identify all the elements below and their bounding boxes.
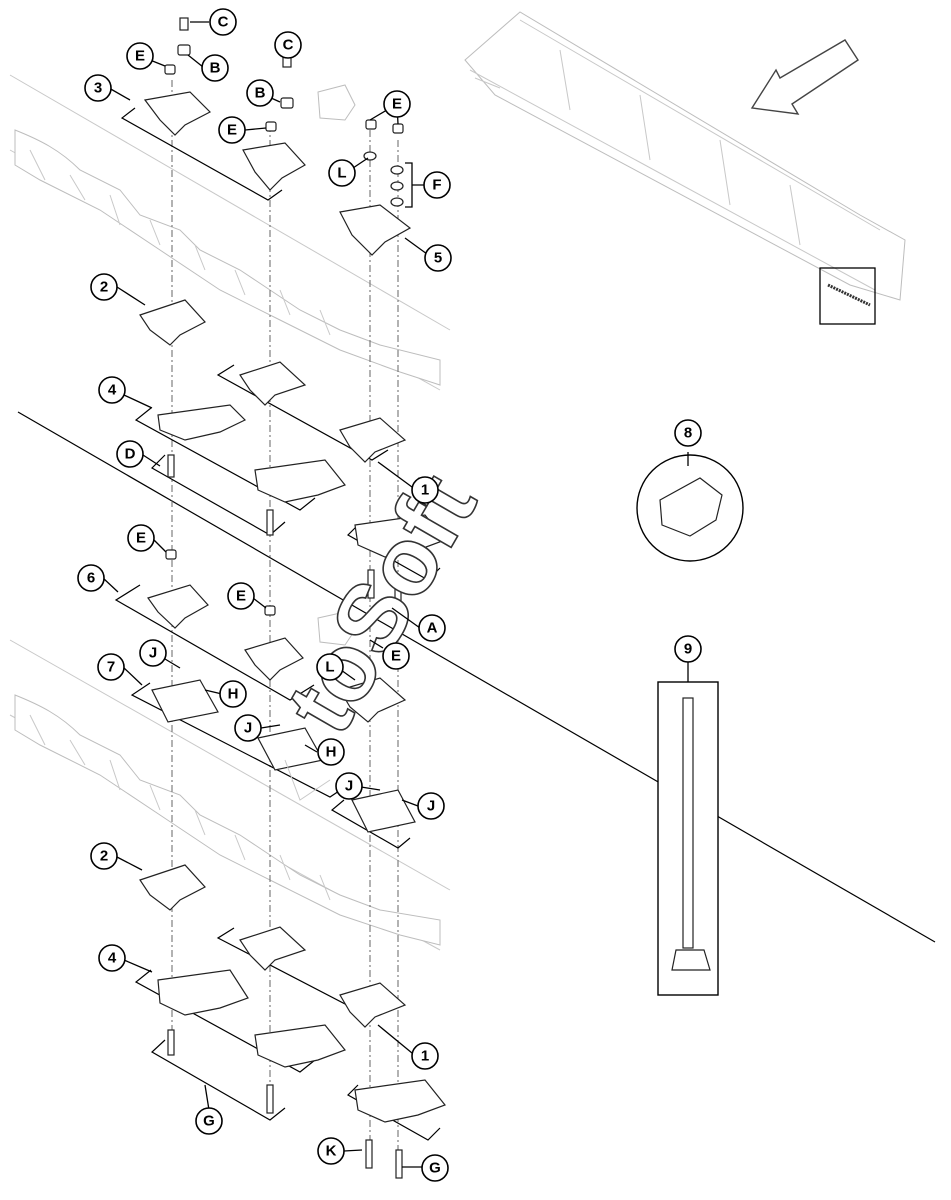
svg-text:D: D — [125, 446, 136, 463]
svg-text:B: B — [210, 60, 221, 77]
svg-text:L: L — [325, 659, 334, 676]
callout-2b: 2 — [90, 842, 118, 870]
svg-text:3: 3 — [94, 80, 102, 97]
callout-e3: E — [383, 90, 411, 118]
svg-text:4: 4 — [108, 950, 117, 967]
svg-text:H: H — [326, 744, 337, 761]
svg-text:E: E — [136, 530, 146, 547]
callout-3: 3 — [84, 74, 112, 102]
svg-text:J: J — [427, 798, 435, 815]
svg-text:E: E — [135, 48, 145, 65]
callout-c1: C — [209, 8, 237, 36]
callout-4a: 4 — [98, 376, 126, 404]
callout-b1: B — [201, 54, 229, 82]
svg-text:2: 2 — [100, 848, 108, 865]
callout-5: 5 — [424, 244, 452, 272]
callout-j1: J — [139, 639, 167, 667]
callout-6: 6 — [77, 564, 105, 592]
callout-e1: E — [126, 42, 154, 70]
header-frame-overview — [464, 11, 906, 325]
callout-k1: K — [317, 1137, 345, 1165]
svg-text:E: E — [391, 648, 401, 665]
callout-l2: L — [316, 653, 344, 681]
watermark: toSoft — [266, 457, 497, 751]
svg-text:C: C — [283, 37, 294, 54]
detail-9-box — [657, 662, 719, 996]
callout-e5: E — [227, 582, 255, 610]
callout-l1: L — [328, 159, 356, 187]
svg-text:J: J — [149, 645, 157, 662]
svg-text:9: 9 — [684, 641, 692, 658]
callout-a1: A — [418, 614, 446, 642]
svg-text:6: 6 — [87, 570, 95, 587]
svg-text:H: H — [228, 686, 239, 703]
detail-highlight-box — [819, 267, 876, 325]
callout-g2: G — [421, 1154, 449, 1182]
callout-c2: C — [274, 31, 302, 59]
callout-e6: E — [382, 642, 410, 670]
callout-8: 8 — [674, 419, 702, 447]
svg-text:2: 2 — [100, 279, 108, 296]
callout-e4: E — [127, 524, 155, 552]
svg-text:K: K — [326, 1143, 337, 1160]
callout-g1: G — [195, 1107, 223, 1135]
svg-text:J: J — [345, 778, 353, 795]
section-divider-line — [17, 411, 936, 943]
callout-j3: J — [335, 772, 363, 800]
svg-text:F: F — [432, 177, 441, 194]
cutter-bar-upper-background — [9, 74, 451, 391]
callout-h1: H — [219, 680, 247, 708]
svg-text:G: G — [203, 1113, 215, 1130]
callout-d1: D — [116, 440, 144, 468]
svg-text:G: G — [429, 1160, 441, 1177]
callout-h2: H — [317, 738, 345, 766]
svg-text:C: C — [218, 14, 229, 31]
svg-text:5: 5 — [434, 250, 442, 267]
svg-text:1: 1 — [421, 1048, 429, 1065]
svg-text:7: 7 — [107, 659, 115, 676]
svg-text:4: 4 — [108, 382, 117, 399]
svg-text:B: B — [255, 85, 266, 102]
svg-text:E: E — [236, 588, 246, 605]
callout-7: 7 — [97, 653, 125, 681]
group-brackets — [114, 107, 441, 1141]
svg-text:E: E — [227, 122, 237, 139]
callout-4b: 4 — [98, 944, 126, 972]
callout-9: 9 — [674, 635, 702, 663]
callout-e2: E — [218, 116, 246, 144]
callout-f1: F — [423, 171, 451, 199]
callout-j2: J — [234, 714, 262, 742]
callout-b2: B — [246, 79, 274, 107]
svg-text:E: E — [392, 96, 402, 113]
svg-text:L: L — [337, 165, 346, 182]
callout-1b: 1 — [411, 1042, 439, 1070]
svg-text:J: J — [244, 720, 252, 737]
parts — [139, 17, 446, 1179]
cutter-bar-lower-background — [9, 639, 451, 951]
svg-text:1: 1 — [421, 482, 429, 499]
detail-8-circle — [636, 452, 744, 562]
svg-text:A: A — [427, 620, 438, 637]
view-direction-arrow — [750, 39, 859, 115]
callout-j4: J — [417, 792, 445, 820]
callout-1a: 1 — [411, 476, 439, 504]
svg-text:8: 8 — [684, 425, 692, 442]
callout-2a: 2 — [90, 273, 118, 301]
